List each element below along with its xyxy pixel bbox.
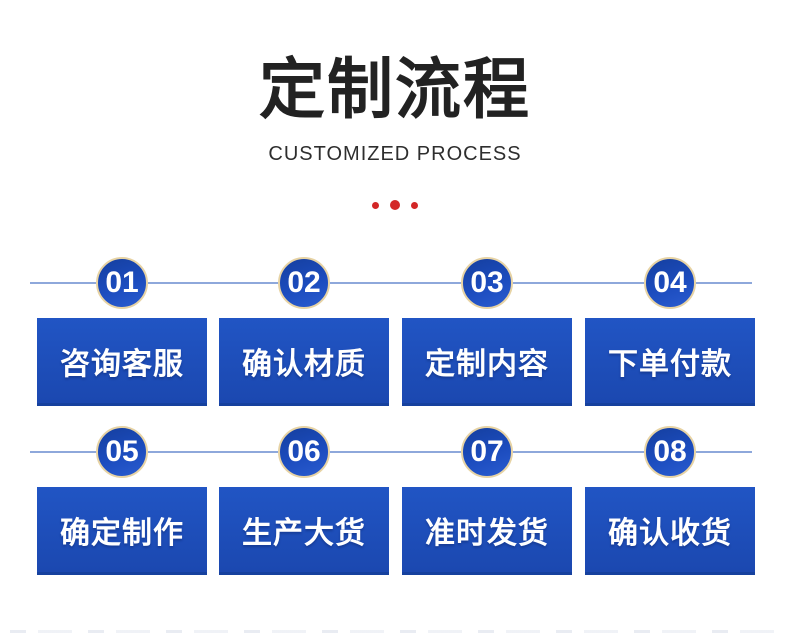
step-label-box: 定制内容 [402,318,572,406]
step-label-box: 准时发货 [402,487,572,575]
step-08: 08 确认收货 [585,426,755,575]
step-number-badge: 08 [644,426,696,478]
step-label-box: 下单付款 [585,318,755,406]
step-01: 01 咨询客服 [37,257,207,406]
decorative-dots [0,195,790,215]
step-label-box: 确认材质 [219,318,389,406]
step-number-badge: 05 [96,426,148,478]
step-07: 07 准时发货 [402,426,572,575]
process-row-2: 05 确定制作 06 生产大货 07 准时发货 08 确认收货 [0,426,790,581]
page-title: 定制流程 [259,52,531,126]
red-dot-icon [372,201,379,209]
step-label-box: 确定制作 [37,487,207,575]
step-04: 04 下单付款 [585,257,755,406]
connector-line [30,282,752,284]
step-05: 05 确定制作 [37,426,207,575]
red-dot-icon [390,200,400,210]
step-label-box: 咨询客服 [37,318,207,406]
step-number-badge: 01 [96,257,148,309]
step-label-box: 确认收货 [585,487,755,575]
step-02: 02 确认材质 [219,257,389,406]
step-number-badge: 03 [461,257,513,309]
cut-off-content-edge [10,630,780,633]
step-label-box: 生产大货 [219,487,389,575]
step-number-badge: 07 [461,426,513,478]
step-number-badge: 04 [644,257,696,309]
process-row-1: 01 咨询客服 02 确认材质 03 定制内容 04 下单付款 [0,257,790,412]
red-dot-icon [411,201,418,209]
step-number-badge: 06 [278,426,330,478]
page-subtitle: CUSTOMIZED PROCESS [268,143,522,165]
step-06: 06 生产大货 [219,426,389,575]
step-number-badge: 02 [278,257,330,309]
connector-line [30,451,752,453]
step-03: 03 定制内容 [402,257,572,406]
